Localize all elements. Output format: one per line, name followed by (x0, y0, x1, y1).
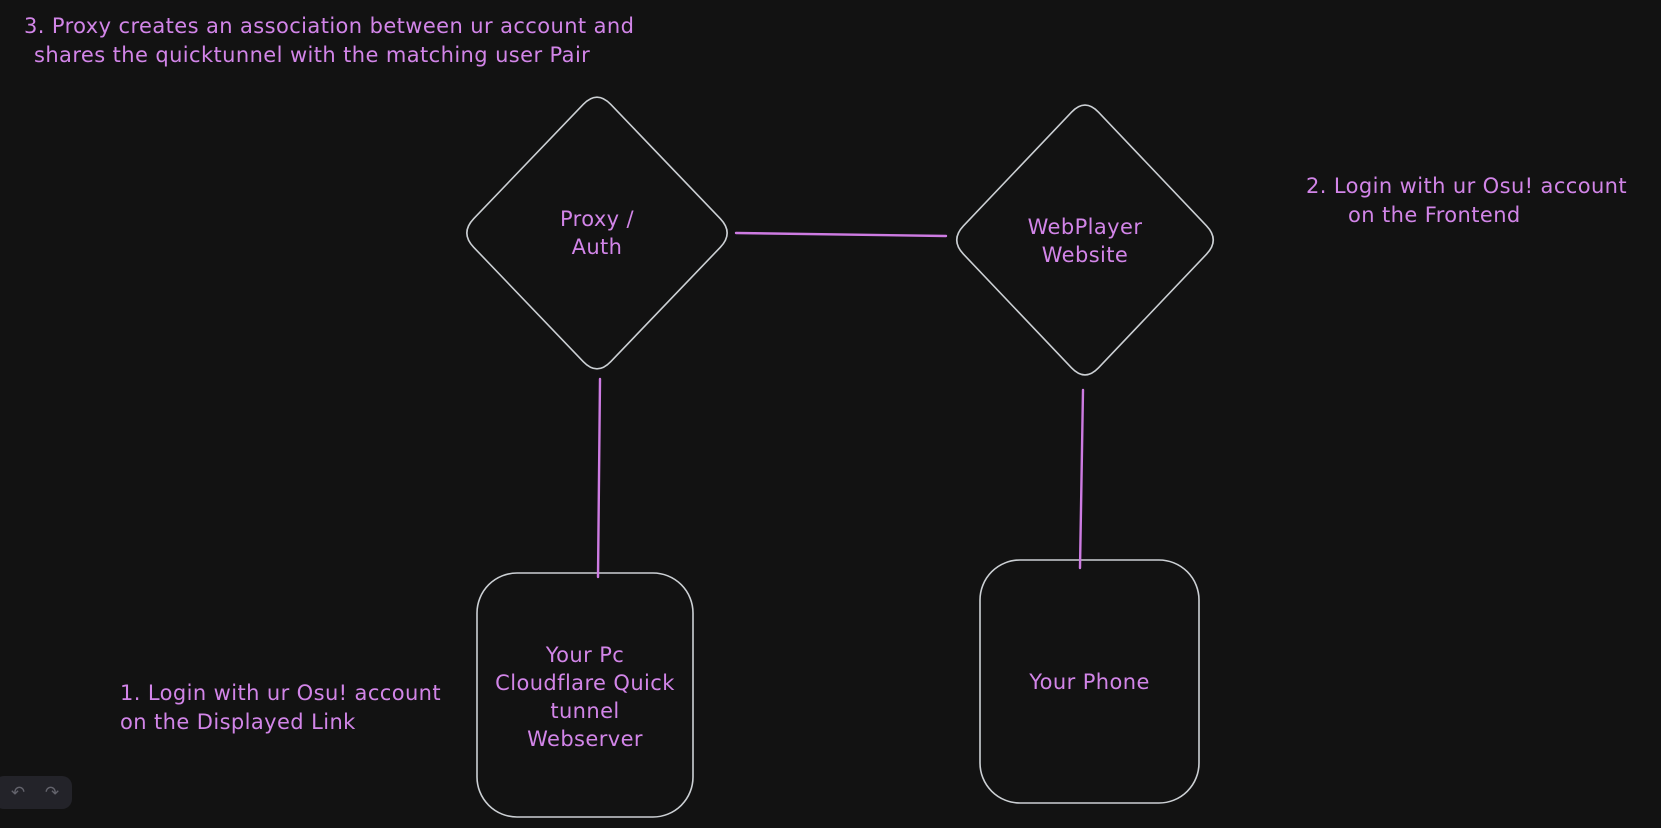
webplayer-label[interactable]: WebPlayer Website (1027, 215, 1143, 267)
undo-icon: ↶ (10, 782, 26, 803)
edge-proxy-to-webserver[interactable] (596, 377, 602, 579)
redo-button[interactable]: ↷ (38, 779, 66, 806)
edge-proxy-to-webplayer[interactable] (734, 231, 948, 238)
proxy-auth-label[interactable]: Proxy / Auth (559, 207, 635, 259)
history-panel: ↶ ↷ (0, 776, 72, 809)
phone-label[interactable]: Your Phone (1029, 670, 1150, 694)
redo-icon: ↷ (44, 782, 60, 803)
pc-webserver-rect[interactable] (476, 572, 694, 818)
webplayer-diamond[interactable] (955, 104, 1215, 376)
phone-rect[interactable] (979, 559, 1200, 804)
annotation-step3[interactable]: 3. Proxy creates an association between … (24, 14, 635, 67)
undo-button[interactable]: ↶ (4, 779, 32, 806)
proxy-auth-diamond[interactable] (466, 96, 728, 370)
pc-webserver-label[interactable]: Your Pc Cloudflare Quick tunnel Webserve… (495, 643, 675, 751)
annotation-step2[interactable]: 2. Login with ur Osu! account on the Fro… (1306, 174, 1628, 227)
annotation-step1[interactable]: 1. Login with ur Osu! account on the Dis… (120, 681, 442, 734)
edge-webplayer-to-phone[interactable] (1078, 388, 1085, 570)
